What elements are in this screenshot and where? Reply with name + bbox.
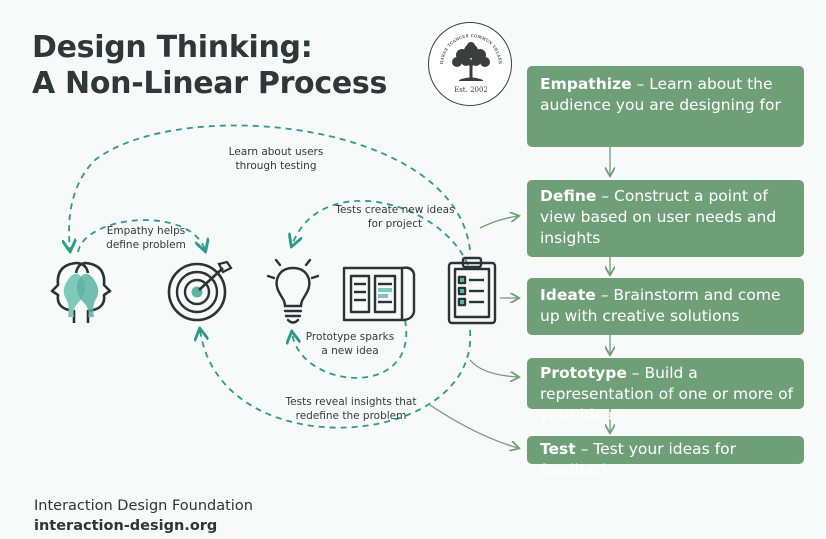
arrow-prototype-sparks-idea [292, 319, 408, 379]
stage-empathize: Empathize – Learn about the audience you… [527, 66, 804, 147]
stage-define: Define – Construct a point of view based… [527, 180, 804, 257]
badge-year: Est. 2002 [454, 86, 488, 94]
logo-badge: ᴎᴀᴚᴀᴙ ᴛᴄᴀᴎᴄᴇᴙ ᴄᴏᴍᴍᴜɴ ᴛʜʟᴀᴙᴋ Est. 2002 [428, 22, 512, 106]
label-tests-reveal: Tests reveal insights that redefine the … [285, 396, 417, 422]
clipboard-checklist-icon [447, 256, 497, 325]
stage-prototype: Prototype – Build a representation of on… [527, 358, 804, 424]
title-line-2: A Non-Linear Process [32, 66, 388, 101]
side-arrow-prototype [469, 359, 518, 377]
arrow-learn-through-testing [69, 124, 471, 250]
label-empathy-helps: Empathy helps define problem [106, 225, 186, 251]
footer-org: Interaction Design Foundation [34, 498, 253, 514]
empathy-heads-icon [50, 261, 112, 323]
label-learn-through-testing: Learn about users through testing [228, 146, 324, 172]
title-line-1: Design Thinking: [32, 30, 313, 65]
label-tests-create-ideas: Tests create new ideas for project [335, 204, 455, 230]
tree-logo-icon [452, 42, 490, 81]
blueprint-icon [342, 266, 416, 322]
side-arrow-test [429, 404, 518, 448]
lightbulb-icon [266, 258, 320, 324]
stage-ideate: Ideate – Brainstorm and come up with cre… [527, 278, 804, 335]
target-icon [167, 260, 233, 322]
label-prototype-sparks: Prototype sparks a new idea [305, 331, 395, 357]
arrow-tests-reveal-insights [200, 330, 471, 429]
footer-url[interactable]: interaction-design.org [34, 518, 218, 534]
page-title: Design Thinking: A Non-Linear Process [32, 30, 387, 102]
side-arrow-define [479, 216, 518, 229]
arrow-tests-create-ideas [292, 199, 469, 266]
arrow-empathy-to-define [77, 219, 205, 252]
stage-test: Test – Test your ideas for feedback [527, 436, 804, 479]
